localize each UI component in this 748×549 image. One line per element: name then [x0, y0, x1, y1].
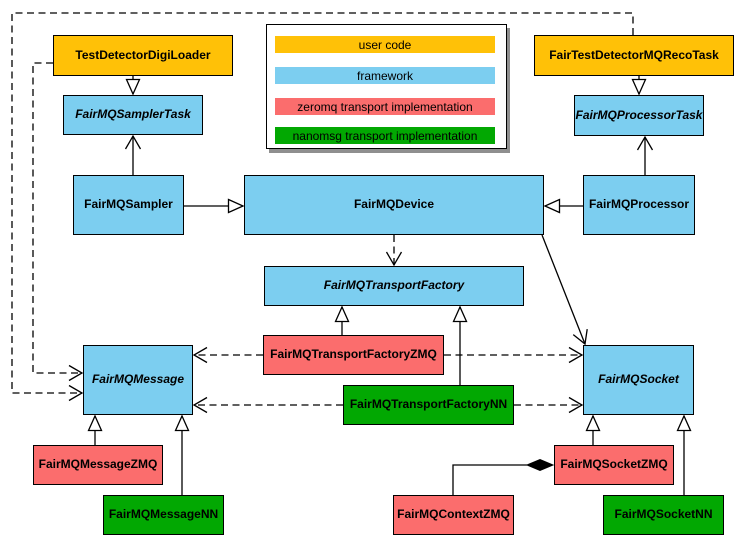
node-fairmqmessagezmq: FairMQMessageZMQ: [33, 445, 163, 485]
node-fairmqtransportfactory: FairMQTransportFactory: [264, 266, 524, 306]
edge-device-socket-association: [541, 234, 588, 346]
node-fairtestdetectormqrecotask: FairTestDetectorMQRecoTask: [534, 35, 734, 76]
node-fairmqtransportfactoryzmq: FairMQTransportFactoryZMQ: [263, 335, 444, 375]
legend-item-user-code: user code: [275, 36, 495, 53]
node-fairmqmessagenn: FairMQMessageNN: [103, 495, 224, 535]
node-fairmqdevice: FairMQDevice: [244, 175, 544, 235]
node-fairmqtransportfactorynn: FairMQTransportFactoryNN: [343, 385, 514, 425]
legend-item-zeromq: zeromq transport implementation: [275, 98, 495, 115]
node-fairmqsampler: FairMQSampler: [73, 175, 184, 235]
node-fairmqmessage: FairMQMessage: [83, 345, 193, 415]
edge-contextzmq-socketzmq-composition: [452, 464, 527, 495]
legend-item-nanomsg: nanomsg transport implementation: [275, 127, 495, 144]
composition-diamond: [525, 458, 555, 472]
node-fairmqprocessortask: FairMQProcessorTask: [574, 95, 704, 136]
node-fairmqcontextzmq: FairMQContextZMQ: [393, 495, 514, 535]
node-fairmqprocessor: FairMQProcessor: [583, 175, 695, 235]
node-fairmqsamplertask: FairMQSamplerTask: [63, 95, 203, 135]
node-fairmqsocket: FairMQSocket: [583, 345, 694, 415]
node-fairmqsocketzmq: FairMQSocketZMQ: [554, 445, 674, 485]
legend: user code framework zeromq transport imp…: [266, 24, 507, 149]
node-fairmqsocketnn: FairMQSocketNN: [603, 495, 724, 535]
node-testdetectordigiloader: TestDetectorDigiLoader: [53, 35, 233, 76]
legend-item-framework: framework: [275, 67, 495, 84]
